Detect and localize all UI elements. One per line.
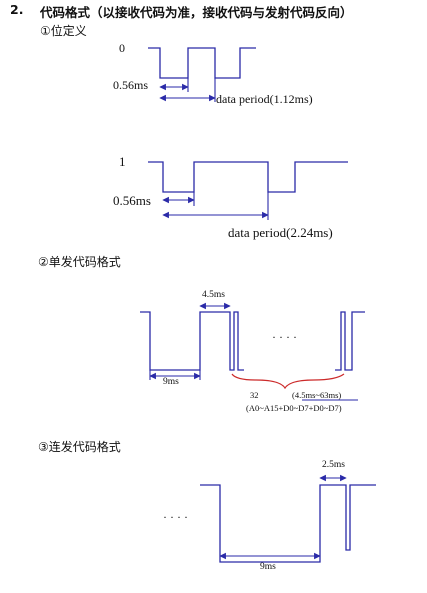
bit0-period-label: data period(1.12ms) bbox=[216, 92, 313, 106]
single-code-waveform bbox=[140, 311, 244, 371]
bit0-level-label: 0 bbox=[119, 41, 125, 55]
section-bit-definition: ①位定义 bbox=[40, 24, 87, 38]
bit1-waveform bbox=[148, 161, 348, 193]
single-high-label: 4.5ms bbox=[202, 290, 225, 300]
bit1-level-label: 1 bbox=[119, 154, 126, 169]
single-bit-composition: (A0~A15+D0~D7+D0~D7) bbox=[246, 403, 342, 413]
bit0-waveform bbox=[148, 47, 256, 79]
single-code-brace bbox=[231, 373, 345, 390]
bit1-pulse-label: 0.56ms bbox=[113, 193, 151, 208]
repeat-ellipsis: · · · · bbox=[163, 510, 188, 524]
single-low-label: 9ms bbox=[163, 377, 179, 387]
repeat-code-waveform bbox=[200, 484, 376, 563]
single-duration-range: (4.5ms~63ms) bbox=[292, 390, 342, 400]
section-single-code: ②单发代码格式 bbox=[38, 255, 121, 269]
page-title: 代码格式（以接收代码为准，接收代码与发射代码反向） bbox=[40, 5, 353, 20]
bit0-pulse-label: 0.56ms bbox=[113, 78, 149, 92]
section-repeat-code: ③连发代码格式 bbox=[38, 440, 121, 454]
single-bit-count: 32 bbox=[250, 390, 259, 400]
section-number: 2. bbox=[10, 2, 24, 17]
single-code-tail-waveform bbox=[335, 311, 365, 371]
bit1-period-label: data period(2.24ms) bbox=[228, 225, 333, 240]
repeat-high-label: 2.5ms bbox=[322, 460, 345, 470]
repeat-low-label: 9ms bbox=[260, 562, 276, 572]
single-ellipsis: · · · · bbox=[272, 330, 297, 344]
